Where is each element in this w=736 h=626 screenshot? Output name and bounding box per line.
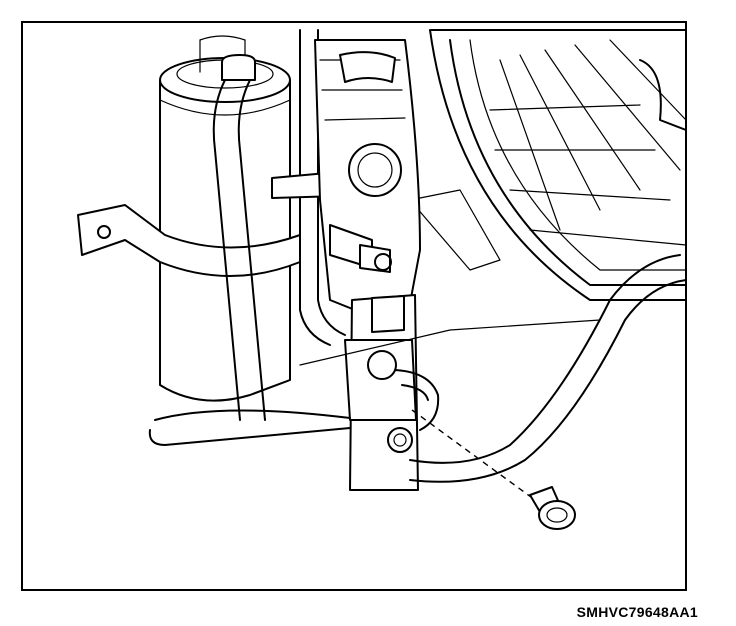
bolt-leader-line	[411, 409, 536, 501]
refrigerant-lines	[148, 254, 687, 483]
illustration-frame	[21, 21, 687, 591]
figure-code: SMHVC79648AA1	[576, 604, 698, 620]
blower-fan-housing	[409, 29, 687, 301]
mounting-bolt	[529, 486, 576, 530]
fitting-block	[344, 294, 419, 491]
receiver-drier	[159, 35, 291, 402]
expansion-valve-body	[314, 39, 421, 331]
